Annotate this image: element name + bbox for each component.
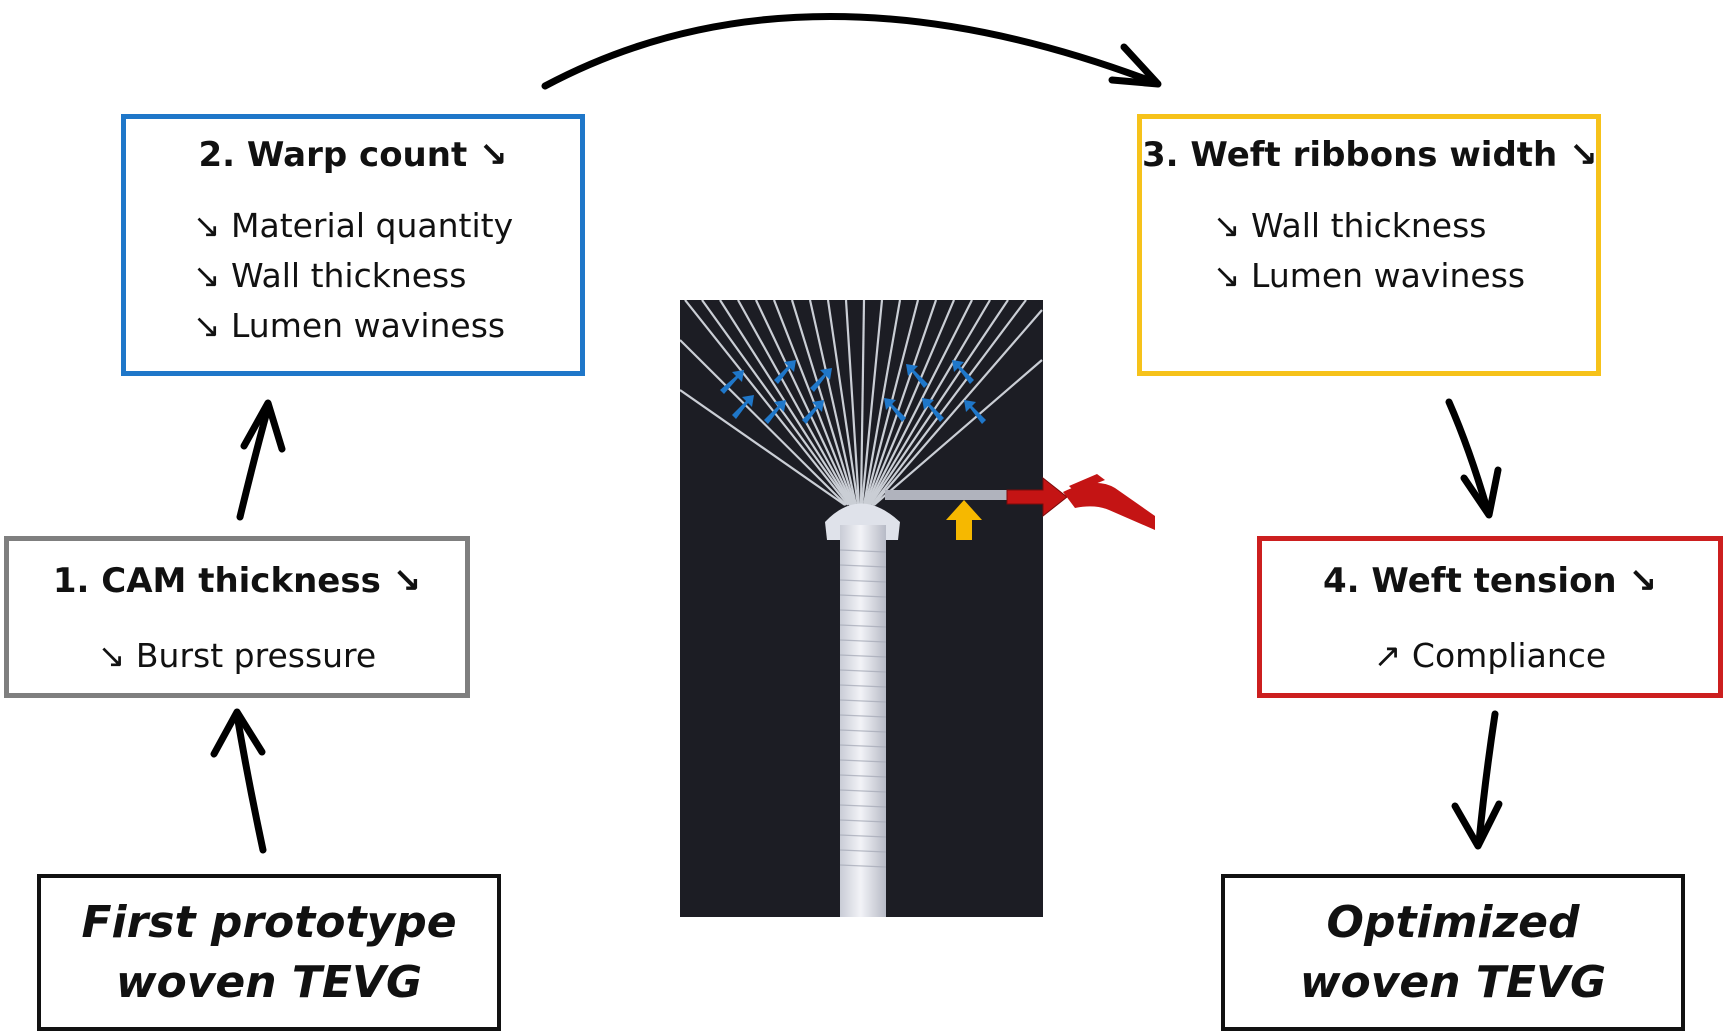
arrow-start-to-step1 [233,711,267,854]
step2-effect-lumen-waviness: ↘ Lumen waviness [192,306,506,345]
first-prototype-line2: woven TEVG [115,956,423,1008]
weft-rings [839,549,887,868]
step4-effects: ↗ Compliance [1374,631,1606,681]
step2-effect-material-quantity: ↘ Material quantity [192,206,514,245]
step4-effect-compliance: ↗ Compliance [1373,636,1607,675]
tweezers-icon [1063,482,1155,530]
step3-effects: ↘ Wall thickness ↘ Lumen waviness [1213,201,1525,301]
arrowhead-optimized [1451,800,1503,850]
arrow-step3-to-step4 [1445,398,1492,516]
arrow-step4-to-optimized [1475,710,1499,846]
arrowhead-step3 [1108,43,1162,88]
optimized-tevg-box: Optimized woven TEVG [1221,874,1685,1031]
weft-ribbon [885,490,1035,500]
weft-ribbon-marker [946,500,982,540]
step2-title: 2. Warp count ↘ [198,135,508,175]
step4-title: 4. Weft tension ↘ [1323,561,1657,601]
optimized-line1: Optimized [1326,896,1580,948]
step2-effect-wall-thickness: ↘ Wall thickness [192,256,467,295]
graft-tube [840,525,886,917]
tension-indicator [1006,474,1155,530]
step1-title: 1. CAM thickness ↘ [52,561,422,601]
arrowhead-step2 [240,399,286,453]
step3-effect-lumen-waviness: ↘ Lumen waviness [1212,256,1526,295]
arrow-step2-to-step3 [541,13,1152,90]
first-prototype-box: First prototype woven TEVG [37,874,501,1031]
arrowhead-step1 [210,708,266,758]
woven-graft-photo [680,300,1043,917]
warp-count-markers [720,360,986,424]
arrow-step1-to-step2 [236,404,272,521]
optimized-line2: woven TEVG [1299,956,1607,1008]
step2-effects: ↘ Material quantity ↘ Wall thickness ↘ L… [193,201,513,351]
step2-warp-count-box: 2. Warp count ↘ ↘ Material quantity ↘ Wa… [121,114,585,376]
step3-title: 3. Weft ribbons width ↘ [1142,135,1598,175]
step1-effect-burst-pressure: ↘ Burst pressure [97,636,377,675]
step3-weft-ribbons-width-box: 3. Weft ribbons width ↘ ↘ Wall thickness… [1137,114,1601,376]
step1-effects: ↘ Burst pressure [98,631,376,681]
arrowhead-step4 [1460,466,1502,519]
first-prototype-line1: First prototype [81,896,457,948]
step3-effect-wall-thickness: ↘ Wall thickness [1212,206,1487,245]
step1-cam-thickness-box: 1. CAM thickness ↘ ↘ Burst pressure [4,536,470,698]
step4-weft-tension-box: 4. Weft tension ↘ ↗ Compliance [1257,536,1723,698]
tension-arrow [1006,476,1068,518]
